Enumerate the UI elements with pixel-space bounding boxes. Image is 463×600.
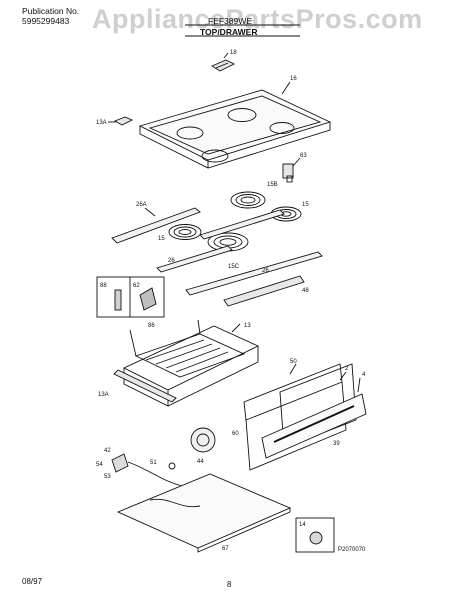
callout-26-right: 26	[262, 268, 269, 274]
callout-51: 51	[150, 460, 157, 466]
callout-50: 50	[290, 359, 297, 365]
part-26-rail-left	[156, 209, 285, 273]
callout-2: 2	[345, 366, 349, 372]
callout-62: 62	[133, 283, 140, 289]
callout-15-left: 15	[158, 236, 165, 242]
callout-16: 16	[290, 76, 297, 82]
callout-67: 67	[222, 546, 229, 552]
callout-4: 4	[362, 372, 366, 378]
part-13-frame	[122, 323, 260, 407]
callout-88: 88	[100, 283, 107, 289]
part-15-element-left	[168, 224, 202, 240]
callout-15b: 15B	[267, 182, 278, 188]
callout-63: 63	[300, 153, 307, 159]
callout-44: 44	[197, 459, 204, 465]
part-16-cooktop	[138, 81, 332, 169]
callout-15-right: 15	[302, 202, 309, 208]
part-26-rail-right	[185, 251, 323, 296]
part-4-drawer-front	[261, 377, 367, 459]
part-26a-rail	[111, 207, 201, 244]
callout-60: 60	[232, 431, 239, 437]
model-number: FEF389WE	[208, 16, 252, 26]
callout-39: 39	[333, 441, 340, 447]
section-title: TOP/DRAWER	[200, 27, 258, 37]
callout-54: 54	[96, 462, 103, 468]
part-67-panel	[116, 473, 292, 553]
callout-13: 13	[244, 323, 251, 329]
callout-13a-top: 13A	[96, 120, 107, 126]
callout-15c: 15C	[228, 264, 240, 270]
callout-42: 42	[104, 448, 111, 454]
part-13a-drawer-rail	[113, 369, 177, 403]
callout-86: 86	[148, 323, 155, 329]
inset-box-part-14	[295, 517, 335, 553]
callout-14: 14	[299, 522, 306, 528]
part-63-switch	[282, 157, 301, 183]
callout-18: 18	[230, 50, 237, 56]
parts-42-54-53-wiring	[111, 453, 183, 487]
part-15b-element	[230, 191, 266, 209]
callout-26a: 26A	[136, 202, 147, 208]
part-48-trim	[223, 275, 305, 307]
footer-date: 08/97	[22, 577, 43, 586]
figure-code: P2070070	[338, 547, 366, 553]
publication-number: 5995299483	[22, 16, 70, 26]
page-number: 8	[227, 580, 232, 589]
callout-53: 53	[104, 474, 111, 480]
publication-label: Publication No.	[22, 6, 80, 16]
callout-13a-bottom: 13A	[98, 392, 109, 398]
part-13a-bracket	[108, 116, 134, 126]
inset-box-parts	[96, 276, 165, 318]
callout-26-left: 26	[168, 258, 175, 264]
callout-48: 48	[302, 288, 309, 294]
part-44-knob	[190, 427, 216, 453]
part-18-clip	[211, 52, 236, 72]
part-86-rack	[129, 319, 246, 378]
watermark-text: AppliancePartsPros.com	[92, 4, 423, 34]
